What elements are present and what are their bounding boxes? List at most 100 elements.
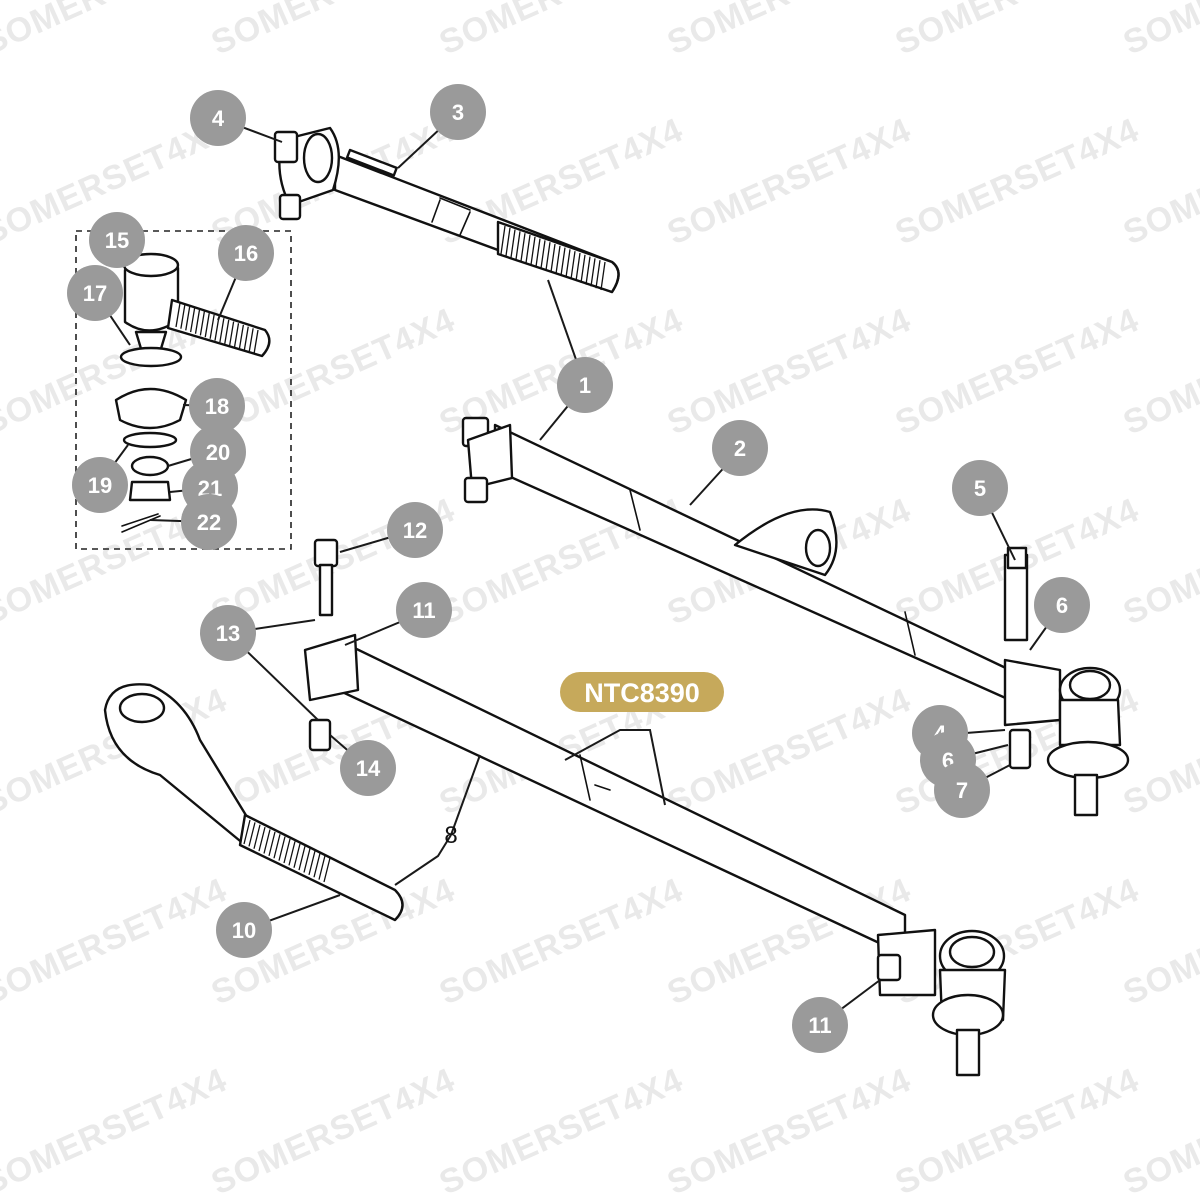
callout-10: 10 (216, 902, 272, 958)
thread-line (268, 831, 276, 857)
callout-number: 11 (808, 1013, 831, 1038)
thread-line (555, 245, 561, 274)
thread-line (590, 258, 596, 287)
callout-15: 15 (89, 212, 145, 268)
thread-line (288, 841, 296, 866)
callout-1: 1 (557, 357, 613, 413)
thread-line (283, 838, 291, 864)
watermark-text: SOMERSET4X4 (434, 0, 689, 62)
watermark-text: SOMERSET4X4 (434, 871, 689, 1012)
thread-line (175, 302, 181, 328)
thread-line (273, 834, 281, 859)
callout-number: 14 (356, 756, 381, 781)
watermark-text: SOMERSET4X4 (890, 301, 1145, 442)
watermark-text: SOMERSET4X4 (662, 1061, 917, 1200)
thread-line (540, 240, 546, 269)
thread-line (595, 260, 601, 289)
clamp-4-top (273, 126, 341, 221)
thread-line (263, 829, 271, 854)
thread-line (570, 251, 576, 280)
thread-line (515, 231, 521, 260)
thread-line (510, 229, 516, 258)
callout-number: 5 (974, 476, 986, 501)
watermark-text: SOMERSET4X4 (662, 301, 917, 442)
thread-line (600, 261, 606, 291)
callout-17: 17 (67, 265, 123, 321)
callout-13: 13 (200, 605, 256, 661)
thread-line (525, 234, 531, 264)
callout-circle (430, 84, 486, 140)
callout-5: 5 (952, 460, 1008, 516)
thread-line (258, 826, 266, 852)
watermark-text: SOMERSET4X4 (0, 1061, 233, 1200)
watermark-text: SOMERSET4X4 (206, 0, 461, 62)
thread-line (580, 254, 586, 283)
watermark-text: SOMERSET4X4 (890, 111, 1145, 252)
callout-circle (557, 357, 613, 413)
thread-line (308, 850, 316, 876)
thread-line (253, 329, 259, 355)
inset-box (75, 230, 292, 550)
callout-number: 3 (452, 100, 464, 125)
callout-circle (67, 265, 123, 321)
callout-circle (387, 502, 443, 558)
callout-circle (218, 225, 274, 281)
thread-line (575, 252, 581, 282)
thread-line (550, 243, 556, 273)
callout-14: 14 (340, 740, 396, 796)
thread-line (248, 822, 256, 847)
watermark-text: SOMERSET4X4 (434, 1061, 689, 1200)
callout-circle (89, 212, 145, 268)
callout-18: 18 (189, 378, 245, 434)
watermark-text: SOMERSET4X4 (662, 111, 917, 252)
thread-line (180, 304, 186, 329)
thread-line (530, 236, 536, 265)
thread-line (313, 853, 321, 878)
thread-line (565, 249, 571, 278)
callout-number: 7 (956, 778, 968, 803)
thread-line (560, 247, 566, 276)
callout-circle (792, 997, 848, 1053)
watermark-text: SOMERSET4X4 (890, 0, 1145, 62)
callout-7: 7 (934, 762, 990, 818)
callout-number: 18 (205, 394, 229, 419)
ball-joint-right-bottom (876, 928, 1007, 1077)
callout-number: 15 (105, 228, 129, 253)
callout-6: 6 (1034, 577, 1090, 633)
thread-line (323, 857, 331, 883)
callout-circle (190, 90, 246, 146)
thread-line (248, 328, 254, 353)
callout-number: 17 (83, 281, 107, 306)
thread-line (189, 307, 196, 333)
callout-16: 16 (218, 225, 274, 281)
watermark-text: SOMERSET4X4 (1118, 0, 1200, 62)
thread-line (585, 256, 591, 285)
thread-line (194, 309, 201, 334)
thread-line (505, 227, 511, 256)
callout-number: 16 (234, 241, 258, 266)
callout-layer: 1234456671011111213141516171819202122 (67, 84, 1090, 1053)
callout-2: 2 (712, 420, 768, 476)
thread-line (535, 238, 541, 267)
thread-line (204, 313, 210, 338)
thread-line (545, 242, 551, 271)
thread-line (318, 855, 326, 880)
callout-number: 6 (1056, 593, 1068, 618)
thread-line (243, 819, 251, 845)
callout-number: 12 (403, 518, 427, 543)
thread-line (293, 843, 301, 868)
callout-circle (1034, 577, 1090, 633)
callout-11: 11 (792, 997, 848, 1053)
callout-circle (952, 460, 1008, 516)
watermark-text: SOMERSET4X4 (890, 1061, 1145, 1200)
thread-line (243, 326, 249, 351)
thread-line (209, 314, 215, 339)
callout-circle (340, 740, 396, 796)
callout-circle (396, 582, 452, 638)
callout-number: 13 (216, 621, 240, 646)
callout-circle (200, 605, 256, 661)
clamp-1-middle (461, 416, 514, 504)
thread-line (253, 824, 261, 849)
callout-circle (216, 902, 272, 958)
thread-line (233, 323, 240, 348)
